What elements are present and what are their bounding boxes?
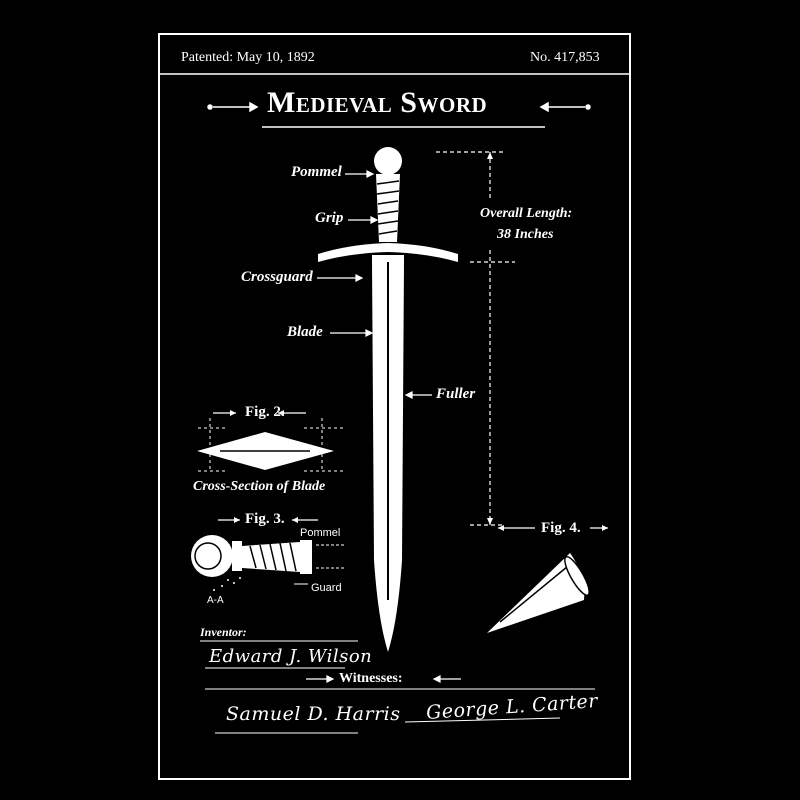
witness1-signature: Samuel D. Harris — [226, 703, 401, 725]
label-blade: Blade — [287, 324, 323, 340]
sword-crossguard — [318, 243, 458, 262]
label-fuller: Fuller — [436, 386, 476, 402]
overall-length-dimension — [436, 151, 515, 526]
patent-date: Patented: May 10, 1892 — [181, 50, 315, 65]
inventor-label: Inventor: — [200, 625, 247, 639]
title-ornament-left — [207, 101, 259, 113]
label-overall-length: Overall Length: — [480, 206, 573, 221]
sword-pommel — [374, 147, 402, 175]
grip-wraps — [376, 180, 400, 235]
label-grip: Grip — [315, 210, 344, 226]
fig3-title: Fig. 3. — [245, 511, 285, 527]
witnesses-arrows — [306, 675, 461, 683]
page-title: Medieval Sword — [267, 86, 488, 119]
title-ornament-right — [539, 101, 591, 113]
fig3-label-guard: Guard — [311, 582, 342, 594]
patent-number: No. 417,853 — [530, 50, 600, 65]
witness2-signature-rule — [404, 717, 561, 723]
fig3-hilt-detail — [191, 517, 346, 591]
dimension-arrows — [487, 152, 493, 525]
fig4-title: Fig. 4. — [541, 520, 581, 536]
fig3-section-label: A-A — [207, 595, 224, 606]
witnesses-label: Witnesses: — [339, 671, 403, 686]
fig3-label-pommel: Pommel — [300, 527, 341, 539]
label-crossguard: Crossguard — [241, 269, 313, 285]
label-pommel: Pommel — [291, 164, 342, 180]
fig4-blade-point — [487, 525, 608, 633]
inventor-signature: Edward J. Wilson — [209, 646, 373, 667]
fig2-title: Fig. 2. — [245, 404, 285, 420]
sword-illustration — [318, 147, 458, 652]
fig2-cross-section — [197, 410, 344, 472]
label-overall-length-value: 38 Inches — [497, 227, 554, 242]
fig2-caption: Cross-Section of Blade — [193, 479, 326, 494]
leader-lines — [317, 170, 432, 399]
patent-border — [158, 33, 631, 780]
